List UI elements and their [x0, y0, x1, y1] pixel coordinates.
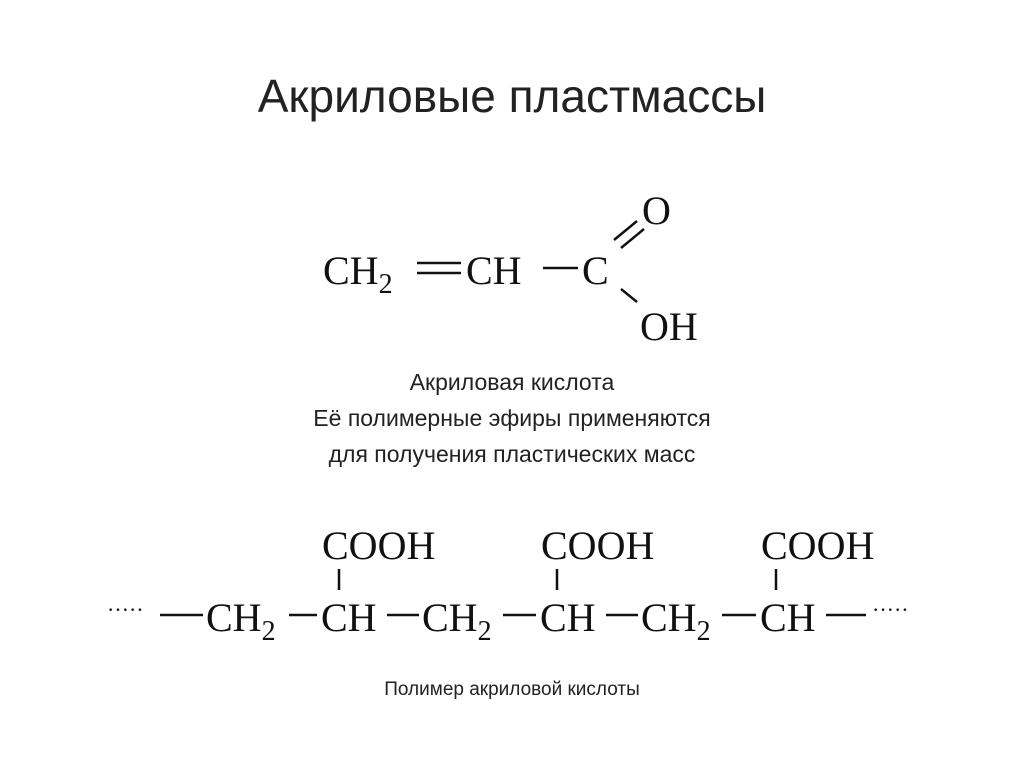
caption-line-3: для получения пластических масс: [328, 441, 696, 467]
monomer-caption: Акриловая кислота Её полимерные эфиры пр…: [0, 364, 1024, 472]
acrylic-acid-formula: CH2 CH C O OH: [323, 188, 698, 349]
chain-ch-2: CH: [540, 595, 596, 640]
side-group-cooh-2: COOH: [541, 523, 654, 568]
chain-ch2-1: CH2: [206, 595, 276, 647]
chain-ch2-2: CH2: [422, 595, 492, 647]
polymer-caption: Полимер акриловой кислоты: [384, 679, 640, 700]
caption-line-1: Акриловая кислота: [409, 369, 615, 395]
chain-end-dots: ·····: [872, 597, 909, 622]
monomer-c: C: [582, 248, 609, 293]
monomer-o: O: [642, 188, 671, 233]
chain-ch2-3: CH2: [641, 595, 711, 647]
chain-start-dots: ·····: [107, 597, 144, 622]
slide-title: Акриловые пластмассы: [257, 70, 767, 122]
chain-ch-1: CH: [321, 595, 377, 640]
side-group-cooh-1: COOH: [322, 523, 435, 568]
monomer-ch: CH: [466, 248, 522, 293]
side-group-cooh-3: COOH: [761, 523, 874, 568]
monomer-ch2: CH2: [323, 248, 393, 300]
carbonyl-bond-line-1: [613, 220, 638, 241]
polymer-formula: COOH COOH COOH ····· CH2 CH CH2 CH CH2 C…: [107, 523, 909, 647]
hydroxyl-bond: [620, 288, 638, 303]
carbonyl-bond-line-2: [620, 228, 645, 249]
chain-ch-3: CH: [760, 595, 816, 640]
caption-line-2: Её полимерные эфиры применяются: [313, 405, 711, 431]
monomer-oh: OH: [640, 304, 698, 349]
